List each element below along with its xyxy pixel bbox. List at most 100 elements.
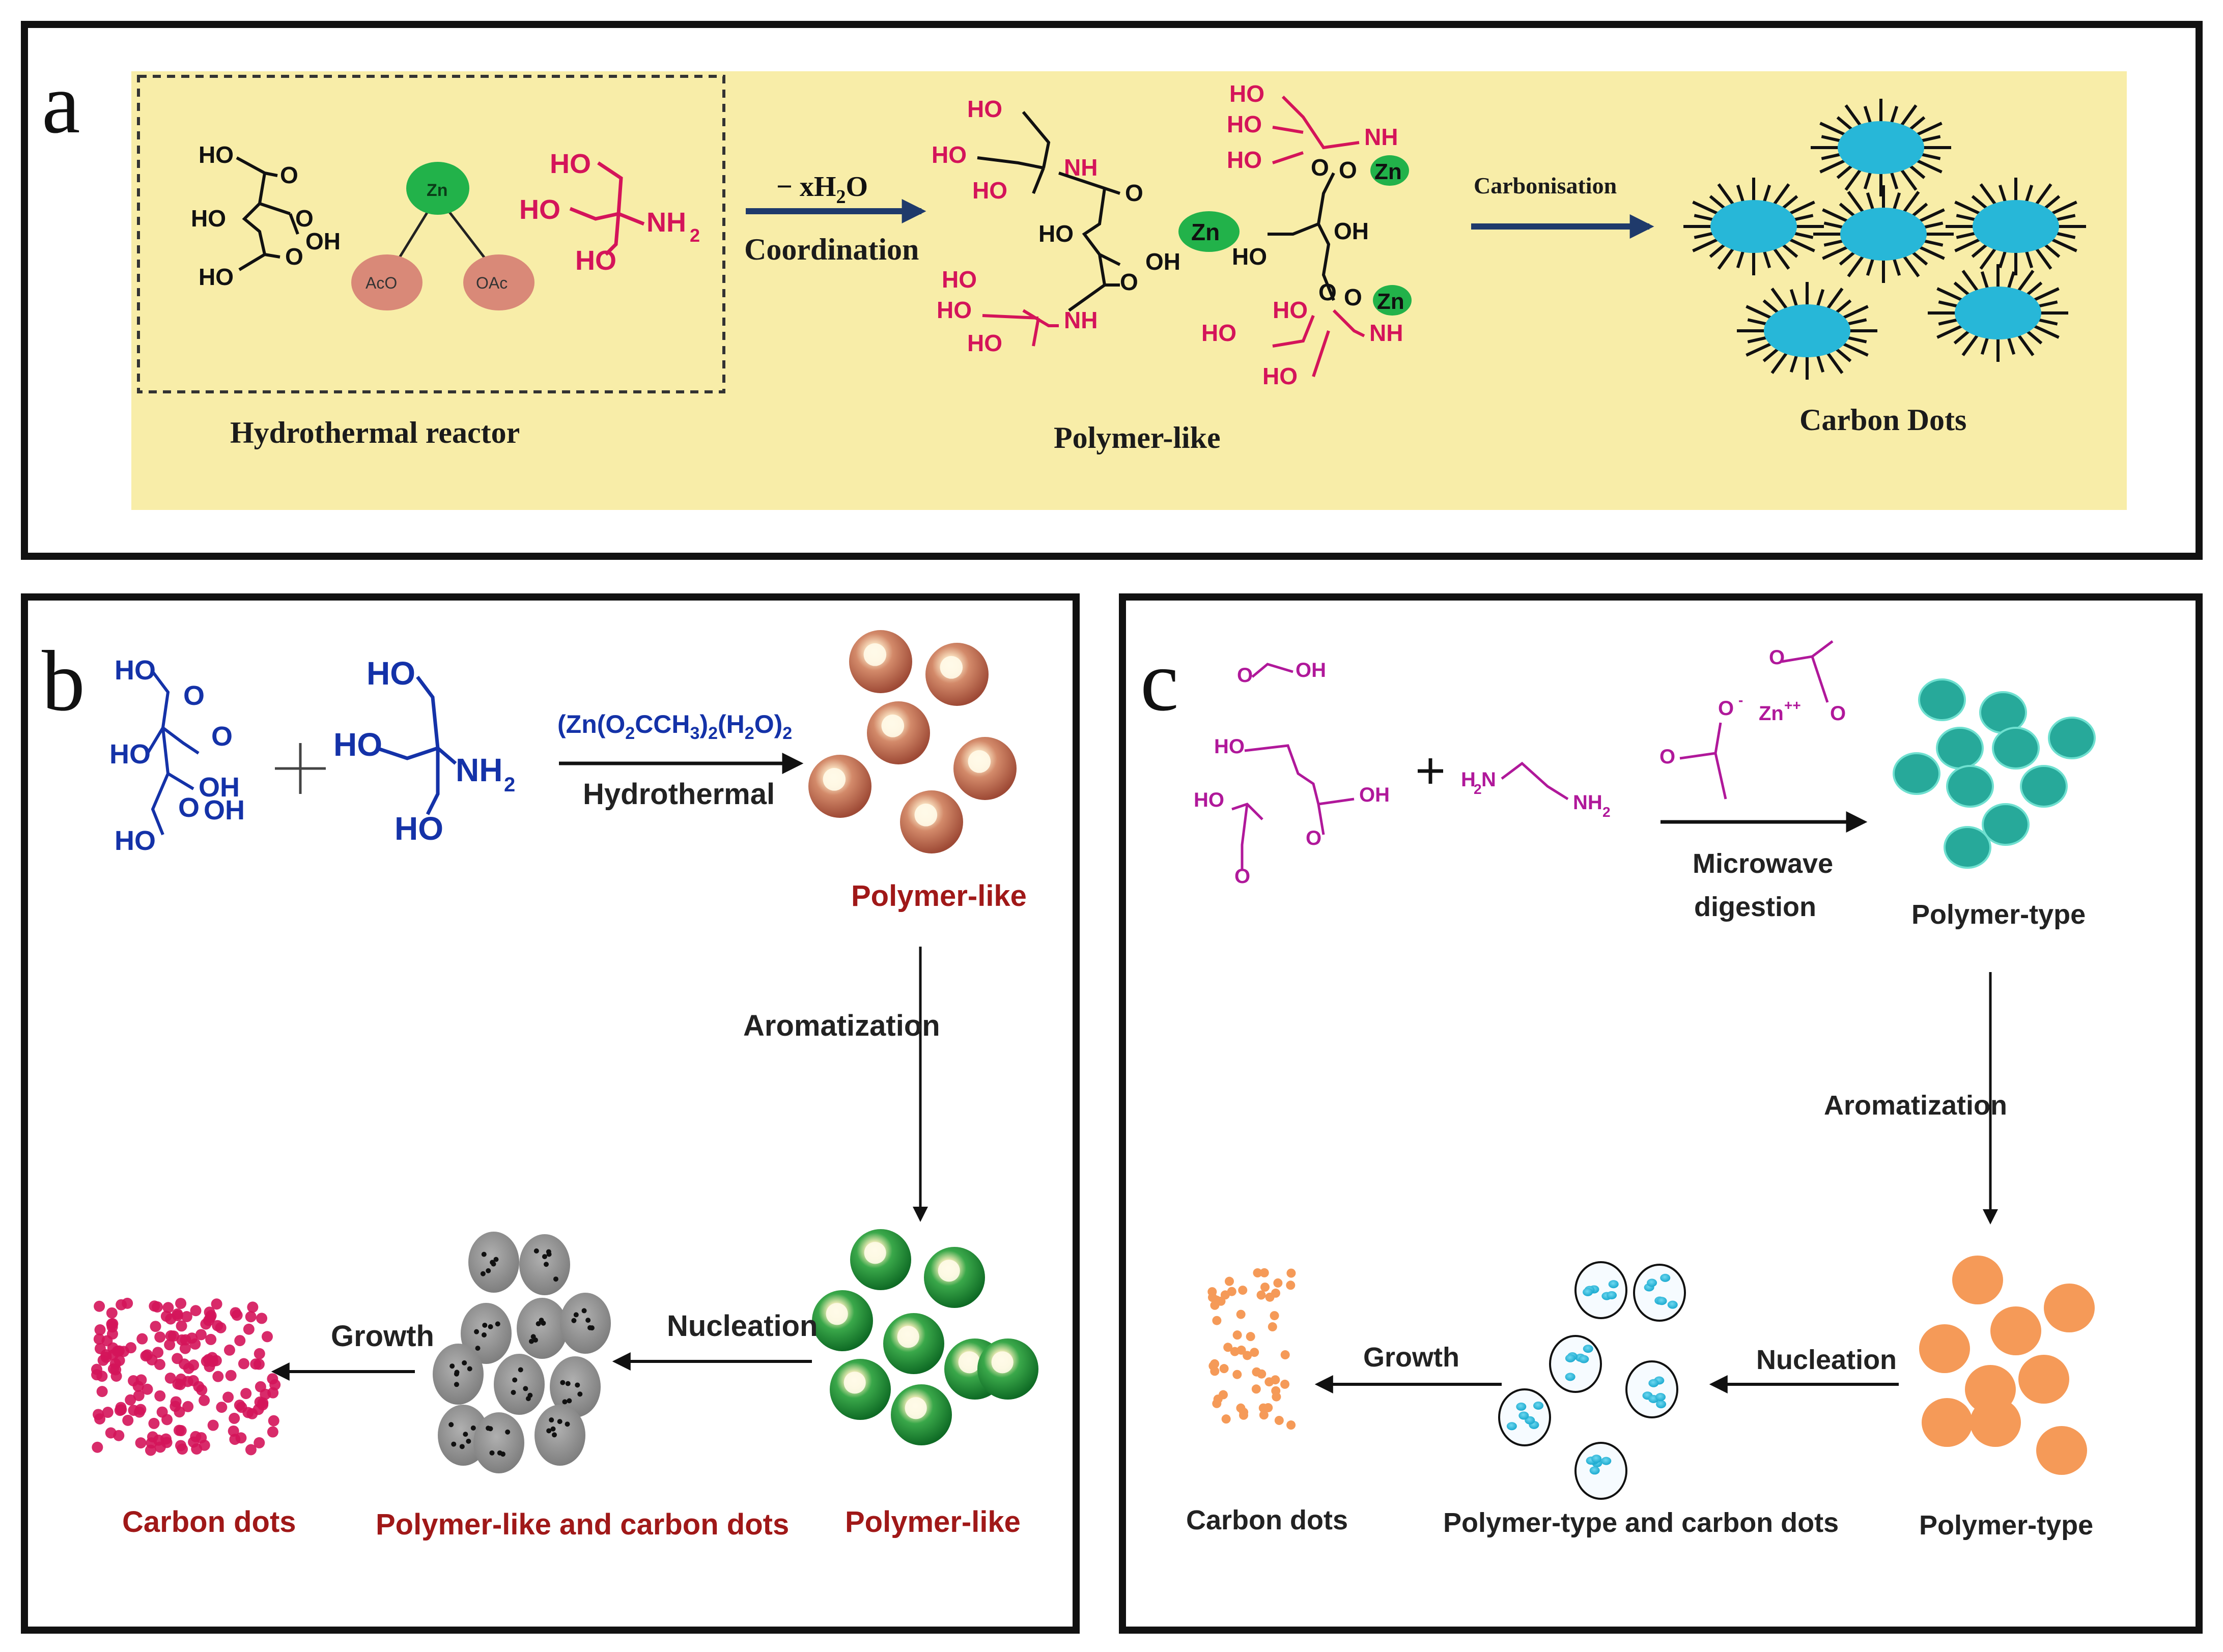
- pink-dot: [92, 1441, 103, 1453]
- svg-text:NH: NH: [1369, 320, 1403, 346]
- pink-dot: [190, 1305, 202, 1317]
- svg-text:O: O: [1344, 284, 1362, 310]
- small-orange-dot: [1286, 1420, 1296, 1430]
- green-particle: [850, 1229, 911, 1290]
- small-orange-dot: [1246, 1332, 1255, 1342]
- small-orange-dot: [1258, 1403, 1268, 1413]
- svg-text:O: O: [1306, 827, 1321, 849]
- pink-dot: [205, 1333, 217, 1345]
- svg-text:OH: OH: [204, 795, 245, 825]
- svg-text:2: 2: [690, 225, 700, 246]
- spiky-carbon-dot: [1946, 178, 2086, 275]
- mixed-label-c: Polymer-type and carbon dots: [1443, 1507, 1839, 1538]
- pink-dot: [229, 1434, 241, 1445]
- svg-text:OAc: OAc: [476, 274, 508, 292]
- carbon-dots-cluster-a: [1683, 99, 2086, 380]
- polymer-like-particles-brown: [808, 630, 1017, 853]
- zinc-acetate-purple: O O O - O Zn ++: [1659, 640, 1846, 800]
- brown-particle: [900, 790, 963, 853]
- pink-dot: [207, 1419, 219, 1431]
- coordination-arrow: − xH2O Coordination: [744, 171, 926, 266]
- pink-dot: [111, 1346, 123, 1357]
- svg-text:Zn: Zn: [1377, 289, 1404, 314]
- svg-text:-: -: [1738, 692, 1743, 708]
- pink-dot: [125, 1394, 136, 1406]
- pink-dot: [175, 1425, 187, 1437]
- svg-text:HO: HO: [109, 739, 151, 770]
- carbonisation-label: Carbonisation: [1474, 173, 1617, 198]
- pink-dot: [225, 1370, 237, 1381]
- small-orange-dot: [1232, 1370, 1242, 1379]
- small-orange-dot: [1243, 1351, 1252, 1360]
- pink-dot: [203, 1315, 214, 1326]
- pink-dot: [152, 1347, 164, 1358]
- plus-sign-b: [275, 743, 326, 794]
- pink-dot: [176, 1334, 188, 1346]
- pink-dot: [204, 1306, 215, 1318]
- tris-structure: HO HO NH 2 HO: [519, 149, 700, 276]
- grey-particle: [560, 1293, 611, 1354]
- small-orange-dot: [1259, 1268, 1269, 1277]
- zinc-acetate-structure: Zn AcO OAc: [351, 162, 534, 310]
- panel-c-letter: c: [1140, 633, 1178, 729]
- spiky-carbon-dot: [1737, 282, 1877, 380]
- small-orange-dot: [1232, 1330, 1242, 1340]
- pink-dot: [107, 1363, 119, 1375]
- carbon-dots-particles-b: [91, 1297, 281, 1456]
- pink-dot: [145, 1444, 157, 1456]
- pink-dot: [211, 1298, 222, 1310]
- small-orange-dot: [1210, 1366, 1220, 1376]
- pink-dot: [164, 1339, 176, 1351]
- svg-text:HO: HO: [395, 810, 443, 847]
- small-orange-dot: [1274, 1415, 1284, 1425]
- pink-dot: [164, 1372, 176, 1384]
- svg-text:HO: HO: [967, 330, 1002, 356]
- svg-text:HO: HO: [1214, 735, 1245, 758]
- digestion-label: digestion: [1694, 892, 1816, 922]
- tris-blue: HO HO NH 2 HO: [333, 655, 515, 847]
- svg-text:HO: HO: [942, 266, 977, 293]
- small-orange-dot: [1252, 1367, 1261, 1377]
- small-orange-dot: [1265, 1292, 1275, 1302]
- teal-particle: [2048, 717, 2096, 759]
- pink-dot: [94, 1300, 105, 1312]
- hydrothermal-label: Hydrothermal: [583, 778, 775, 811]
- hydrothermal-reactor-box: [137, 75, 725, 393]
- microwave-arrow: Microwave digestion: [1661, 811, 1868, 922]
- svg-text:N: N: [1481, 768, 1496, 791]
- teal-particle: [1946, 765, 1994, 808]
- pink-dot: [268, 1415, 279, 1427]
- nucleation-label-c: Nucleation: [1756, 1345, 1897, 1375]
- pink-dot: [146, 1354, 158, 1366]
- pink-dot: [136, 1333, 148, 1345]
- zn-top: [1370, 155, 1409, 186]
- carbon-dots-label-c: Carbon dots: [1186, 1505, 1348, 1535]
- brown-particle: [849, 630, 912, 693]
- grey-particle: [473, 1412, 524, 1473]
- orange-particle: [2036, 1426, 2087, 1475]
- teal-particle: [1979, 691, 2027, 734]
- svg-text:OH: OH: [1296, 659, 1326, 681]
- svg-text:HO: HO: [972, 177, 1007, 204]
- green-particle: [924, 1247, 985, 1308]
- svg-text:O: O: [1237, 664, 1253, 687]
- pink-dot: [170, 1401, 181, 1412]
- pink-dot: [116, 1299, 127, 1311]
- panel-a: a HO O HO O OH O HO Zn AcO OAc HO HO: [21, 21, 2203, 560]
- spiky-carbon-dot: [1813, 185, 1954, 283]
- pink-dot: [245, 1311, 257, 1323]
- pink-dot: [122, 1414, 134, 1426]
- pink-dot: [234, 1399, 245, 1411]
- pink-dot: [106, 1318, 118, 1330]
- brown-particle: [925, 643, 989, 706]
- pink-dot: [181, 1311, 192, 1322]
- plus-sign-c: [1418, 758, 1443, 784]
- carbon-dots-label-a: Carbon Dots: [1799, 403, 1966, 437]
- svg-text:HO: HO: [550, 149, 591, 179]
- cyan-particle: [1625, 1360, 1678, 1418]
- pink-dot: [142, 1383, 153, 1395]
- small-orange-dot: [1286, 1280, 1296, 1290]
- small-orange-dot: [1256, 1290, 1266, 1300]
- panel-a-letter: a: [42, 55, 80, 151]
- pink-dot: [247, 1301, 259, 1313]
